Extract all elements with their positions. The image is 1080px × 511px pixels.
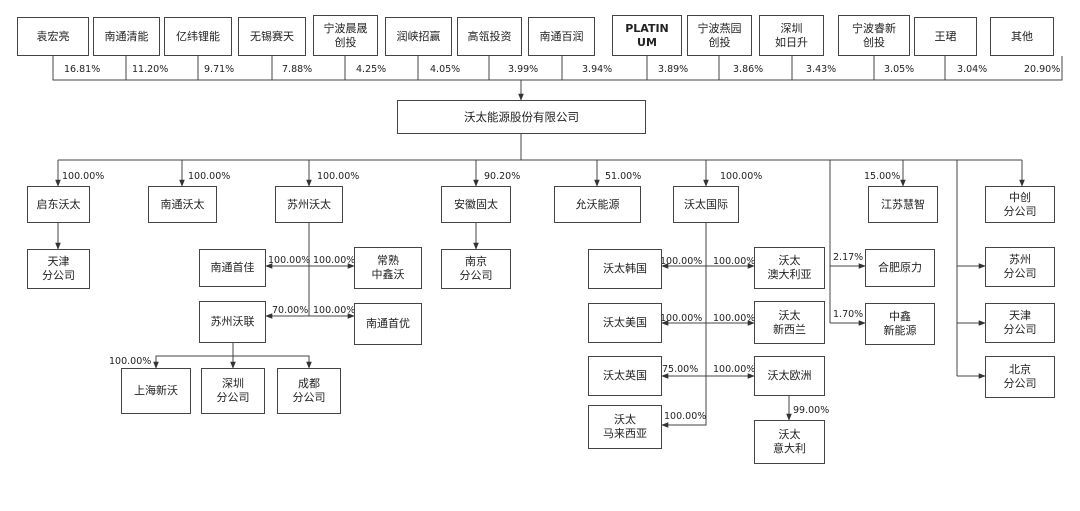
subsidiary-percentage: 100.00% (109, 356, 152, 367)
subsidiary-box: 允沃能源 (554, 186, 641, 223)
shareholding-percentage: 20.90% (1024, 64, 1061, 75)
subsidiary-percentage: 15.00% (864, 171, 901, 182)
shareholding-percentage: 3.94% (582, 64, 613, 75)
branch-box: 苏州 分公司 (985, 247, 1055, 287)
subsidiary-box: 南通首佳 (199, 249, 266, 287)
subsidiary-percentage: 100.00% (660, 313, 703, 324)
subsidiary-box: 苏州沃联 (199, 301, 266, 343)
subsidiary-percentage: 75.00% (662, 364, 699, 375)
shareholding-percentage: 3.43% (806, 64, 837, 75)
branch-box: 成都 分公司 (277, 368, 341, 414)
subsidiary-percentage: 100.00% (660, 256, 703, 267)
subsidiary-percentage: 51.00% (605, 171, 642, 182)
subsidiary-percentage: 100.00% (268, 255, 311, 266)
shareholding-percentage: 3.05% (884, 64, 915, 75)
shareholder-box: 无锡赛天 (238, 17, 306, 56)
shareholder-box: PLATIN UM (612, 15, 682, 56)
shareholding-percentage: 4.25% (356, 64, 387, 75)
shareholding-percentage: 16.81% (64, 64, 101, 75)
subsidiary-percentage: 70.00% (272, 305, 309, 316)
subsidiary-box: 苏州沃太 (275, 186, 343, 223)
subsidiary-box: 常熟 中鑫沃 (354, 247, 422, 289)
subsidiary-percentage: 100.00% (720, 171, 763, 182)
subsidiary-percentage: 99.00% (793, 405, 830, 416)
shareholder-box: 宁波晨晟 创投 (313, 15, 378, 56)
subsidiary-box: 中鑫 新能源 (865, 303, 935, 345)
subsidiary-percentage: 100.00% (313, 255, 356, 266)
subsidiary-box: 沃太美国 (588, 303, 662, 343)
shareholder-box: 王珺 (914, 17, 977, 56)
subsidiary-box: 沃太 马来西亚 (588, 405, 662, 449)
subsidiary-box: 合肥原力 (865, 249, 935, 287)
subsidiary-box: 沃太 意大利 (754, 420, 825, 464)
subsidiary-percentage: 100.00% (713, 313, 756, 324)
subsidiary-percentage: 100.00% (664, 411, 707, 422)
subsidiary-percentage: 100.00% (62, 171, 105, 182)
subsidiary-box: 南通首优 (354, 303, 422, 345)
subsidiary-percentage: 100.00% (313, 305, 356, 316)
shareholder-box: 宁波燕园 创投 (687, 15, 752, 56)
company-box: 沃太能源股份有限公司 (397, 100, 646, 134)
shareholding-percentage: 3.89% (658, 64, 689, 75)
shareholding-percentage: 3.04% (957, 64, 988, 75)
shareholder-box: 袁宏亮 (17, 17, 89, 56)
shareholder-box: 润峡招赢 (385, 17, 452, 56)
shareholder-box: 其他 (990, 17, 1054, 56)
branch-box: 深圳 分公司 (201, 368, 265, 414)
subsidiary-percentage: 100.00% (317, 171, 360, 182)
subsidiary-box: 上海新沃 (121, 368, 191, 414)
branch-box: 天津 分公司 (985, 303, 1055, 343)
shareholder-box: 宁波睿新 创投 (838, 15, 910, 56)
shareholding-percentage: 11.20% (132, 64, 169, 75)
branch-box: 南京 分公司 (441, 249, 511, 289)
subsidiary-percentage: 100.00% (713, 364, 756, 375)
shareholder-box: 南通清能 (93, 17, 160, 56)
shareholder-box: 南通百润 (528, 17, 595, 56)
subsidiary-box: 江苏慧智 (868, 186, 938, 223)
subsidiary-box: 沃太 新西兰 (754, 301, 825, 344)
subsidiary-percentage: 2.17% (833, 252, 864, 263)
subsidiary-percentage: 100.00% (713, 256, 756, 267)
subsidiary-percentage: 90.20% (484, 171, 521, 182)
subsidiary-box: 沃太韩国 (588, 249, 662, 289)
shareholding-percentage: 3.99% (508, 64, 539, 75)
subsidiary-box: 沃太 澳大利亚 (754, 247, 825, 289)
subsidiary-box: 南通沃太 (148, 186, 217, 223)
subsidiary-percentage: 100.00% (188, 171, 231, 182)
shareholder-box: 亿纬锂能 (164, 17, 232, 56)
subsidiary-box: 沃太英国 (588, 356, 662, 396)
shareholder-box: 深圳 如日升 (759, 15, 824, 56)
shareholder-box: 高瓴投资 (457, 17, 522, 56)
shareholding-percentage: 7.88% (282, 64, 313, 75)
branch-box: 天津 分公司 (27, 249, 90, 289)
branch-box: 北京 分公司 (985, 356, 1055, 398)
shareholding-percentage: 9.71% (204, 64, 235, 75)
subsidiary-percentage: 1.70% (833, 309, 864, 320)
subsidiary-box: 启东沃太 (27, 186, 90, 223)
subsidiary-box: 沃太欧洲 (754, 356, 825, 396)
shareholding-percentage: 4.05% (430, 64, 461, 75)
subsidiary-box: 沃太国际 (673, 186, 739, 223)
branch-box: 中创 分公司 (985, 186, 1055, 223)
subsidiary-box: 安徽固太 (441, 186, 511, 223)
shareholding-percentage: 3.86% (733, 64, 764, 75)
